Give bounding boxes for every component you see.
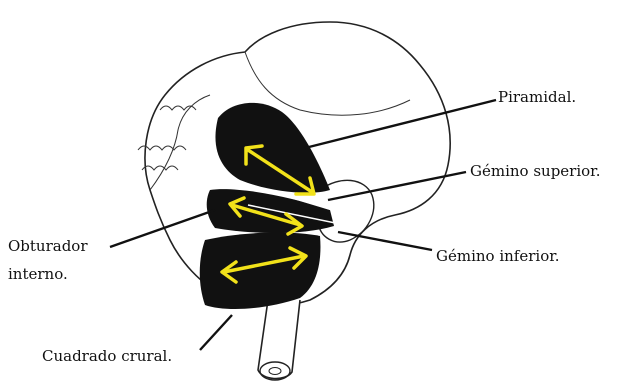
sacrum-edge bbox=[150, 95, 210, 190]
label-gemino-inferior: Gémino inferior. bbox=[436, 247, 560, 265]
label-gemino-superior: Gémino superior. bbox=[470, 162, 600, 180]
leader-piramidal bbox=[305, 100, 496, 148]
label-cuadrado-crural: Cuadrado crural. bbox=[42, 347, 172, 365]
muscle-piramidal bbox=[215, 103, 330, 193]
pelvis-contour bbox=[245, 52, 410, 115]
label-piramidal: Piramidal. bbox=[498, 88, 576, 106]
muscle-cuadrado-crural bbox=[200, 233, 321, 310]
label-obturador-line1: Obturador bbox=[8, 237, 88, 255]
label-obturador-line2: interno. bbox=[8, 265, 68, 283]
muscle-geminos-obturador bbox=[207, 189, 334, 233]
femur-shaft bbox=[258, 300, 300, 379]
leader-obturador bbox=[110, 210, 215, 247]
leader-cuadrado-crural bbox=[200, 315, 232, 350]
